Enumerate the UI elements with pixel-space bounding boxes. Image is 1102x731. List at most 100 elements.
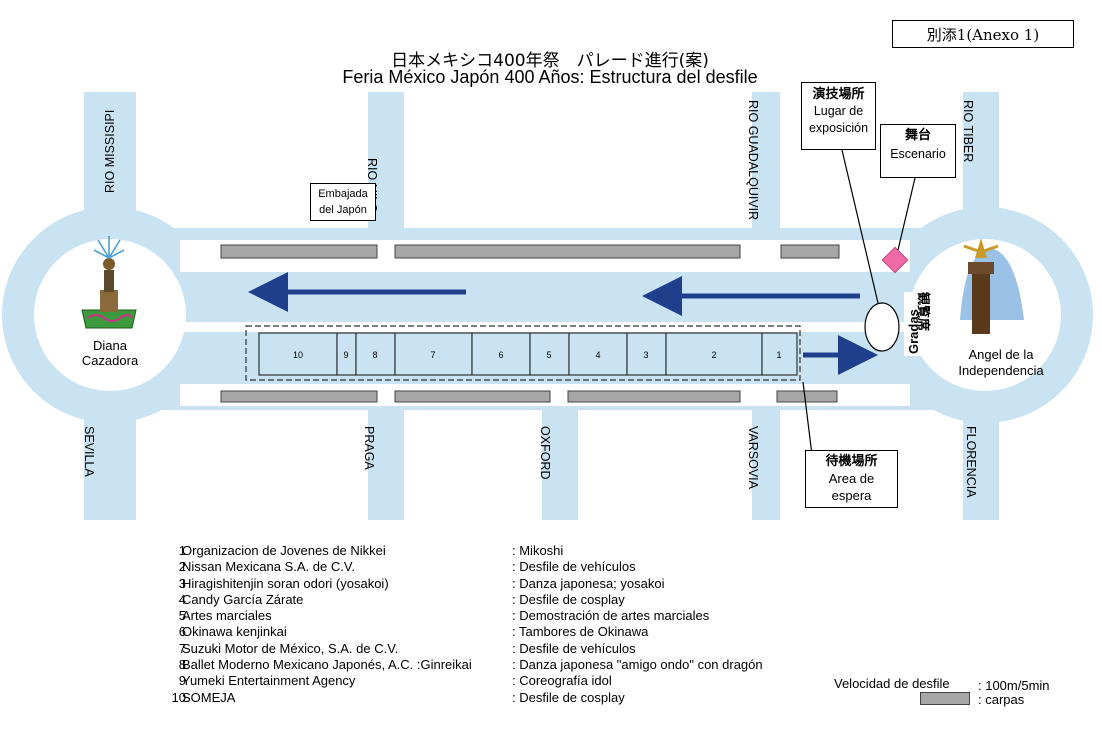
- parade-slot: [761, 332, 798, 376]
- parade-slot: [529, 332, 570, 376]
- street-label-rio-missisipi: RIO MISSISIPI: [103, 109, 117, 193]
- street-label-rio-tiber: RIO TIBER: [961, 100, 975, 163]
- tent: [394, 244, 741, 259]
- slot-label: 4: [595, 350, 600, 360]
- median-center: [180, 322, 910, 332]
- street-label-oxford: OXFORD: [538, 426, 552, 480]
- participant-name: Hiragishitenjin soran odori (yosakoi): [182, 575, 389, 591]
- participant-numbers: 1 2 3 4 5 6 7 8 9 10: [166, 543, 186, 706]
- participant-name: Ballet Moderno Mexicano Japonés, A.C. :G…: [182, 657, 472, 673]
- slot-label: 9: [343, 350, 348, 360]
- speed-value: : 100m/5min: [978, 678, 1050, 693]
- street-label-varsovia: VARSOVIA: [746, 426, 760, 489]
- embassy-box: Embajada del Japón: [310, 183, 376, 221]
- angel-label: Angel de la Independencia: [946, 347, 1056, 379]
- embassy-line-1: Embajada: [318, 188, 368, 200]
- slot-label: 5: [546, 350, 551, 360]
- stands-es: Gradas: [906, 309, 921, 354]
- tent: [780, 244, 840, 259]
- participant-activity: : Desfile de vehículos: [512, 640, 636, 656]
- participant-activity: : Desfile de cosplay: [512, 591, 625, 607]
- participant-num: 9: [178, 673, 186, 689]
- parade-slots: 10 9 8 7 6 5 4 3 2 1: [258, 332, 798, 376]
- participant-activity: : Mikoshi: [512, 543, 564, 558]
- parade-arrows: [248, 272, 878, 375]
- parade-slot: [568, 332, 628, 376]
- participant-num: 5: [178, 608, 186, 624]
- slot-label: 8: [372, 350, 377, 360]
- participant-activity: : Desfile de vehículos: [512, 559, 636, 575]
- street-label-florencia: FLORENCIA: [964, 426, 978, 498]
- participant-activity: : Danza japonesa; yosakoi: [512, 575, 665, 591]
- participant-names: Organizacion de Jovenes de Nikkei Nissan…: [182, 543, 512, 706]
- parade-slot: [355, 332, 396, 376]
- exhibition-es-line-2: exposición: [808, 121, 869, 135]
- angel-line-1: Angel de la: [968, 347, 1034, 362]
- participant-num: 10: [171, 689, 186, 705]
- parade-slot: [394, 332, 473, 376]
- participant-num: 6: [178, 624, 186, 640]
- tents-top: [220, 244, 840, 259]
- waiting-es-line-2: espera: [831, 488, 872, 503]
- diana-line-1: Diana: [93, 338, 127, 353]
- slot-label: 3: [643, 350, 648, 360]
- parade-slot: [626, 332, 667, 376]
- waiting-area-border: [245, 325, 801, 381]
- callout-line-stage: [897, 177, 916, 251]
- participant-activity: : Danza japonesa "amigo ondo" con dragón: [512, 657, 763, 673]
- participant-num: 4: [178, 591, 186, 607]
- title-japanese: 日本メキシコ400年祭 パレード進行(案): [391, 51, 709, 71]
- tent: [567, 390, 741, 403]
- tent: [220, 244, 378, 259]
- participant-activities: : Mikoshi : Desfile de vehículos : Danza…: [512, 543, 802, 706]
- street-label-rio-guadalquivir: RIO GUADALQUIVIR: [746, 100, 760, 221]
- participant-name: Suzuki Motor de México, S.A. de C.V.: [182, 640, 399, 656]
- tents-label: : carpas: [978, 692, 1025, 707]
- embassy-line-2: del Japón: [319, 204, 367, 216]
- exhibition-jp: 演技場所: [812, 87, 865, 102]
- street-rio-missisipi: [84, 92, 136, 242]
- angel-line-2: Independencia: [958, 363, 1044, 378]
- tent: [776, 390, 838, 403]
- parade-slot: [471, 332, 531, 376]
- participant-name: Artes marciales: [182, 608, 272, 624]
- participant-num: 1: [178, 543, 186, 558]
- participant-name: SOMEJA: [182, 689, 236, 705]
- tent-key-swatch: [920, 692, 970, 705]
- waiting-area-callout: 待機場所 Area de espera: [805, 450, 898, 508]
- exhibition-area-oval: [864, 302, 900, 352]
- tent: [220, 390, 378, 403]
- stage-jp: 舞台: [904, 128, 931, 143]
- participant-num: 2: [178, 559, 186, 575]
- participant-num: 7: [178, 640, 186, 656]
- street-sevilla: [84, 395, 136, 520]
- title-spanish: Feria México Japón 400 Años: Estructura …: [342, 67, 758, 87]
- slot-label: 6: [498, 350, 503, 360]
- exhibition-callout: 演技場所 Lugar de exposición: [801, 82, 876, 150]
- participant-name: Organizacion de Jovenes de Nikkei: [182, 543, 386, 558]
- waiting-jp: 待機場所: [825, 454, 878, 469]
- annex-label: 別添1(Anexo 1): [892, 20, 1074, 48]
- street-label-praga: PRAGA: [362, 426, 376, 470]
- callout-line-waiting: [802, 381, 813, 456]
- slot-label: 10: [293, 350, 303, 360]
- participant-num: 8: [178, 657, 186, 673]
- stage-marker: [881, 246, 909, 274]
- angel-independence-icon: [960, 238, 1024, 334]
- participant-name: Yumeki Entertainment Agency: [182, 673, 356, 689]
- slot-label: 2: [711, 350, 716, 360]
- participant-name: Okinawa kenjinkai: [182, 624, 287, 640]
- slot-label: 7: [430, 350, 435, 360]
- street-label-sevilla: SEVILLA: [82, 426, 96, 477]
- participant-activity: : Tambores de Okinawa: [512, 624, 649, 640]
- street-rio-tiber: [963, 92, 999, 242]
- participant-num: 3: [178, 575, 186, 591]
- stands-label: 観覧席 Gradas: [904, 292, 948, 356]
- participant-activity: : Demostración de artes marciales: [512, 608, 710, 624]
- diana-label: Diana Cazadora: [78, 338, 142, 368]
- participant-name: Candy García Zárate: [182, 591, 304, 607]
- diana-fountain-icon: [81, 236, 137, 329]
- participant-activity: : Coreografía idol: [512, 673, 612, 689]
